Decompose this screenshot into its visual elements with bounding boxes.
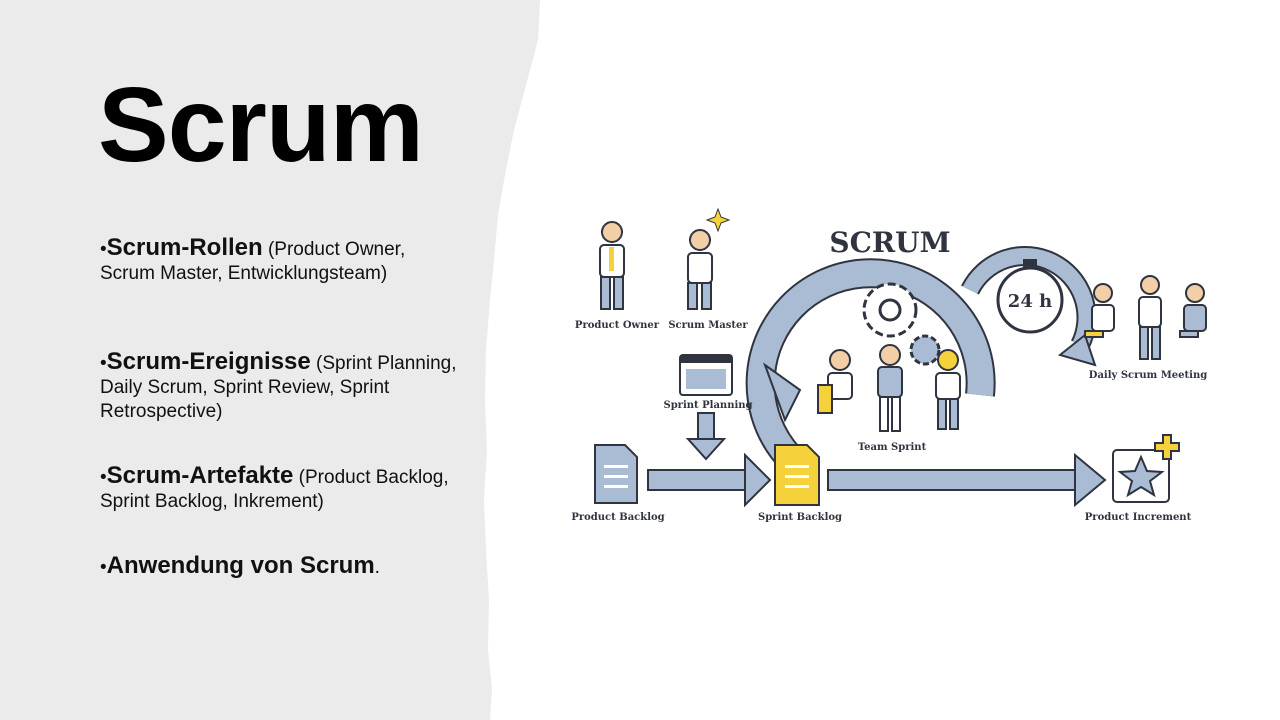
- bullet-heading: Anwendung von Scrum: [106, 552, 375, 579]
- bullet-detail: (Product Owner, Scrum Master, Entwicklun…: [100, 239, 406, 284]
- bullet-marker: •: [100, 239, 107, 260]
- bullet-detail: (Product Backlog, Sprint Backlog, Inkrem…: [100, 467, 449, 512]
- gear-icon: [862, 282, 941, 366]
- star-icon: [1112, 434, 1180, 503]
- calendar-icon: [679, 354, 733, 396]
- bullet-heading: Scrum-Artefakte: [106, 462, 294, 489]
- bullet-detail: .: [374, 557, 380, 578]
- bullet-marker: •: [100, 467, 107, 488]
- label-daily-scrum: Daily Scrum Meeting: [1089, 370, 1207, 381]
- sprint-cycle-arrow: [745, 258, 996, 488]
- diagram-title: SCRUM: [829, 226, 950, 259]
- document-icon: [594, 444, 638, 504]
- daily-scrum-figures: [1084, 275, 1207, 360]
- label-team-sprint: Team Sprint: [858, 442, 927, 453]
- label-product-increment: Product Increment: [1085, 512, 1192, 523]
- bullet-detail: (Sprint Planning, Daily Scrum, Sprint Re…: [100, 353, 457, 422]
- scrum-diagram: 24 h SCRUM: [571, 207, 1207, 523]
- label-scrum-master: Scrum Master: [668, 320, 748, 331]
- bullet-item: •Scrum-Artefakte (Product Backlog, Sprin…: [100, 464, 460, 514]
- bullet-heading: Scrum-Rollen: [106, 234, 263, 261]
- stopwatch-icon: 24 h: [996, 259, 1064, 334]
- label-sprint-planning: Sprint Planning: [663, 400, 752, 411]
- label-product-owner: Product Owner: [575, 320, 660, 331]
- slide-title: Scrum: [98, 66, 424, 184]
- team-sprint-figures: [817, 344, 961, 432]
- bullet-heading: Scrum-Ereignisse: [106, 348, 311, 375]
- arrow-right-icon: [827, 452, 1107, 508]
- label-sprint-backlog: Sprint Backlog: [758, 512, 842, 523]
- bullet-item: •Scrum-Ereignisse (Sprint Planning, Dail…: [100, 350, 460, 424]
- product-owner-figure: [599, 221, 625, 310]
- document-icon: [774, 444, 820, 506]
- arrow-down-icon: [685, 412, 727, 461]
- daily-loop-arrow: [961, 246, 1097, 367]
- bullet-item: •Scrum-Rollen (Product Owner, Scrum Mast…: [100, 236, 460, 286]
- bullet-item: •Anwendung von Scrum.: [100, 554, 460, 580]
- bullet-marker: •: [100, 353, 107, 374]
- bullet-marker: •: [100, 557, 107, 578]
- scrum-master-figure: [687, 207, 731, 310]
- timer-label: 24 h: [1008, 291, 1052, 312]
- arrow-right-icon: [647, 452, 772, 508]
- label-product-backlog: Product Backlog: [571, 512, 664, 523]
